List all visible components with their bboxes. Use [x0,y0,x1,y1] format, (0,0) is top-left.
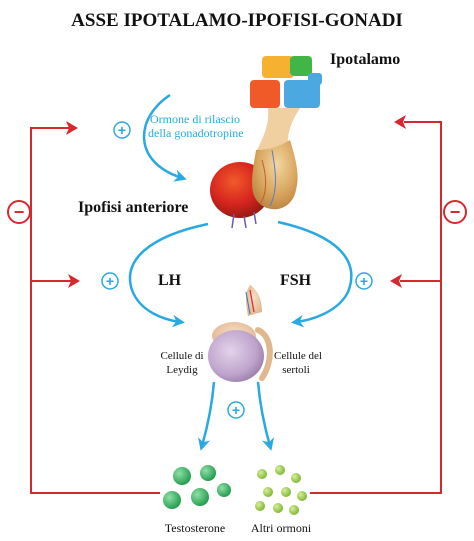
svg-text:+: + [106,273,114,289]
sertoli-label-line1: Cellule del [274,350,322,362]
lh-label: LH [158,272,182,289]
releasing-hormone-label-line2: della gonadotropine [148,126,244,140]
hypothalamus-label: Ipotalamo [330,51,400,68]
hypothalamus-blocks-icon [250,56,322,152]
diagram-title: ASSE IPOTALAMO-IPOFISI-GONADI [71,10,403,31]
positive-feedback-sign-fsh: + [355,272,373,290]
positive-feedback-sign-1: + [113,121,131,139]
negative-feedback-loop-right [310,115,442,494]
svg-text:−: − [450,202,461,222]
positive-feedback-sign-lh: + [101,272,119,290]
leydig-label-line2: Leydig [166,364,198,376]
releasing-hormone-arrow [142,93,187,182]
testosterone-label: Testosterone [165,521,225,535]
positive-feedback-sign-gonads: + [227,401,245,419]
svg-text:−: − [14,202,25,222]
testis-icon [208,285,273,382]
svg-text:+: + [118,122,126,138]
other-hormones-arrow [256,381,274,451]
negative-feedback-sign-right: − [443,200,467,224]
releasing-hormone-label-line1: Ormone di rilascio [150,112,240,126]
other-hormones-label: Altri ormoni [251,521,312,535]
testosterone-molecules [163,465,231,509]
sertoli-label-line2: sertoli [282,364,310,376]
fsh-arrow [277,220,353,328]
pituitary-gland-icon [210,140,298,229]
negative-feedback-sign-left: − [7,200,31,224]
leydig-label-line1: Cellule di [160,350,203,362]
testosterone-arrow [198,381,216,451]
lh-arrow [128,222,209,328]
anterior-pituitary-label: Ipofisi anteriore [78,199,188,216]
svg-text:+: + [232,402,240,418]
negative-feedback-loop-left [30,121,160,494]
other-hormones-molecules [255,465,307,515]
svg-text:+: + [360,273,368,289]
fsh-label: FSH [280,272,312,289]
